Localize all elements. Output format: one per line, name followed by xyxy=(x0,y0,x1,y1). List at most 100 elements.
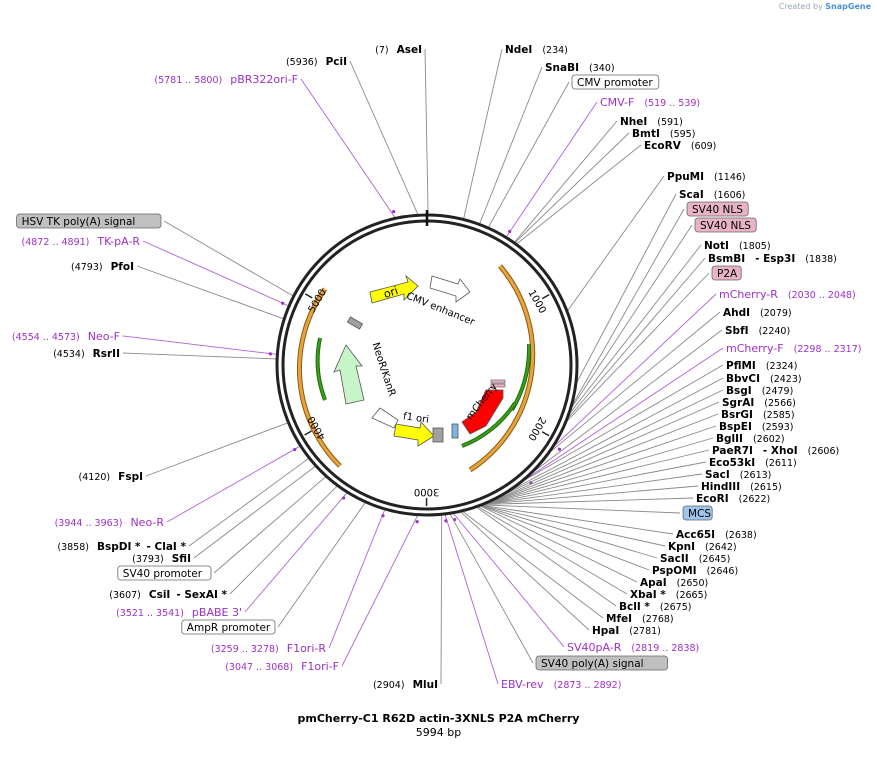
site-pos-bcli: (2675) xyxy=(660,602,692,613)
label-sfii[interactable]: (3793)SfiI xyxy=(132,553,191,565)
label-text-pflmi: PflMI(2324) xyxy=(726,360,797,372)
site-name-pspomi: PspOMI xyxy=(652,565,697,577)
site-name-ebvrev: EBV-rev xyxy=(501,678,544,691)
label-text-bsmbi: BsmBI- Esp3I(1838) xyxy=(708,253,837,265)
site-pos-pbr322f: (5781 .. 5800) xyxy=(154,75,222,86)
leader-pcii xyxy=(349,60,419,215)
label-bsrgi[interactable]: BsrGI (2585) xyxy=(721,409,795,421)
label-mlui[interactable]: (2904)MluI xyxy=(373,679,438,691)
label-sv40par[interactable]: SV40pA-R(2819 .. 2838) xyxy=(567,641,699,654)
leader-scai xyxy=(576,193,677,383)
label-scai[interactable]: ScaI(1606) xyxy=(679,189,745,201)
label-pspomi[interactable]: PspOMI(2646) xyxy=(652,565,738,577)
leader-neof xyxy=(122,335,277,355)
label-sv40prom[interactable]: SV40 promoter xyxy=(117,565,212,581)
label-bglii[interactable]: BglII(2602) xyxy=(716,433,785,445)
label-ebvrev[interactable]: EBV-rev(2873 .. 2892) xyxy=(501,678,621,691)
label-p2a[interactable]: P2A xyxy=(711,265,742,281)
label-mcherryr[interactable]: mCherry-R(2030 .. 2048) xyxy=(719,288,856,301)
label-ecorv[interactable]: EcoRV(609) xyxy=(644,140,716,152)
label-noti[interactable]: NotI(1805) xyxy=(704,240,771,252)
site-name-pcii: PciI xyxy=(326,56,347,68)
label-bsgi[interactable]: BsgI (2479) xyxy=(726,385,793,397)
label-saci[interactable]: SacI(2613) xyxy=(705,469,771,481)
label-bbvci[interactable]: BbvCI(2423) xyxy=(726,373,802,385)
leader-csii xyxy=(229,485,338,595)
label-acel[interactable]: (7)AseI xyxy=(375,44,422,56)
label-kpni[interactable]: KpnI(2642) xyxy=(668,541,737,553)
site-name-bcli: BclI * xyxy=(619,601,650,613)
label-sv40nls1[interactable]: SV40 NLS xyxy=(686,201,749,217)
label-bcli[interactable]: BclI * (2675) xyxy=(619,601,691,613)
label-amprprom[interactable]: AmpR promoter xyxy=(181,619,276,635)
label-pcii[interactable]: (5936)PciI xyxy=(286,56,347,68)
label-xbai[interactable]: XbaI *(2665) xyxy=(630,589,707,601)
site-pos-f1orir: (3259 .. 3278) xyxy=(211,644,279,655)
primer-mark-f1orir xyxy=(381,514,385,518)
label-f1orir[interactable]: (3259 .. 3278)F1ori-R xyxy=(211,642,326,655)
label-sbfi[interactable]: SbfI(2240) xyxy=(725,325,790,337)
label-bsmbi[interactable]: BsmBI- Esp3I(1838) xyxy=(708,253,837,265)
leader-pbr322f xyxy=(300,78,396,218)
label-acc65i[interactable]: Acc65I(2638) xyxy=(676,529,757,541)
label-mcs[interactable]: MCS xyxy=(682,505,713,521)
site-name-pbabe3: pBABE 3' xyxy=(192,606,242,619)
label-pfoi[interactable]: (4793)PfoI xyxy=(71,261,134,273)
site-pos-bsgi: (2479) xyxy=(762,386,794,397)
label-hpai[interactable]: HpaI(2781) xyxy=(592,625,661,637)
credit-brand: SnapGene xyxy=(825,2,871,11)
primer-mark-mcherryr xyxy=(557,447,562,451)
label-sv40polya[interactable]: SV40 poly(A) signal xyxy=(535,655,669,671)
label-sgrai[interactable]: SgrAI(2566) xyxy=(722,397,796,409)
label-f1orif[interactable]: (3047 .. 3068)F1ori-F xyxy=(225,660,339,673)
label-pbabe3[interactable]: (3521 .. 3541)pBABE 3' xyxy=(116,606,242,619)
leader-ppumi xyxy=(567,175,665,311)
label-bmti[interactable]: BmtI(595) xyxy=(632,128,695,140)
label-hindiii[interactable]: HindIII(2615) xyxy=(701,481,782,493)
label-text-pfoi: (4793)PfoI xyxy=(71,261,134,273)
site-name-bsgi: BsgI xyxy=(726,385,752,397)
label-csii[interactable]: (3607)CsiI- SexAI * xyxy=(109,589,227,601)
label-hsvtk[interactable]: HSV TK poly(A) signal xyxy=(16,213,162,229)
label-neor[interactable]: (3944 .. 3963)Neo-R xyxy=(55,516,165,529)
label-cmvprom[interactable]: CMV promoter xyxy=(571,74,660,90)
label-bspei[interactable]: BspEI(2593) xyxy=(719,421,793,433)
label-nhei[interactable]: NheI(591) xyxy=(620,116,683,128)
label-ecori[interactable]: EcoRI(2622) xyxy=(696,493,770,505)
feature-box-sv40nls2 xyxy=(694,217,757,233)
label-text-ndel: NdeI(234) xyxy=(505,44,568,56)
label-cmvf[interactable]: CMV-F(519 .. 539) xyxy=(600,96,700,109)
site-name-bsrgi: BsrGI xyxy=(721,409,753,421)
label-rsrii[interactable]: (4534)RsrII xyxy=(53,348,120,360)
site-name-snabi: SnaBI xyxy=(545,62,579,74)
label-ahdi[interactable]: AhdI(2079) xyxy=(723,307,792,319)
label-sacii[interactable]: SacII(2645) xyxy=(660,553,730,565)
label-neof[interactable]: (4554 .. 4573)Neo-F xyxy=(12,330,120,343)
label-pflmi[interactable]: PflMI(2324) xyxy=(726,360,797,372)
site-name-apai: ApaI xyxy=(640,577,667,589)
label-eco53ki[interactable]: Eco53kI(2611) xyxy=(709,457,797,469)
label-snabi[interactable]: SnaBI(340) xyxy=(545,62,615,74)
label-mcherryf[interactable]: mCherry-F(2298 .. 2317) xyxy=(726,342,861,355)
label-tkpar[interactable]: (4872 .. 4891)TK-pA-R xyxy=(22,235,141,248)
label-apai[interactable]: ApaI(2650) xyxy=(640,577,708,589)
site-pos-ahdi: (2079) xyxy=(760,308,792,319)
label-paer7i[interactable]: PaeR7I- XhoI(2606) xyxy=(712,445,839,457)
label-pbr322f[interactable]: (5781 .. 5800)pBR322ori-F xyxy=(154,73,298,86)
site-pos-mcherryf: (2298 .. 2317) xyxy=(794,344,862,355)
feature-name-hsvtk: HSV TK poly(A) signal xyxy=(22,216,136,228)
label-mfei[interactable]: MfeI(2768) xyxy=(606,613,674,625)
leader-pspomi xyxy=(481,505,650,571)
site-pos-mfei: (2768) xyxy=(642,614,674,625)
primer-mark-pbabe3 xyxy=(342,496,346,500)
label-text-kpni: KpnI(2642) xyxy=(668,541,737,553)
label-ndel[interactable]: NdeI(234) xyxy=(505,44,568,56)
label-bspdi[interactable]: (3858)BspDI *- ClaI * xyxy=(57,541,186,553)
label-text-sfii: (3793)SfiI xyxy=(132,553,191,565)
site-name-acc65i: Acc65I xyxy=(676,529,715,541)
label-ppumi[interactable]: PpuMI(1146) xyxy=(667,171,746,183)
site-name-ecori: EcoRI xyxy=(696,493,729,505)
site-pos-bsrgi: (2585) xyxy=(763,410,795,421)
label-sv40nls2[interactable]: SV40 NLS xyxy=(694,217,757,233)
label-fspi[interactable]: (4120)FspI xyxy=(79,471,143,483)
